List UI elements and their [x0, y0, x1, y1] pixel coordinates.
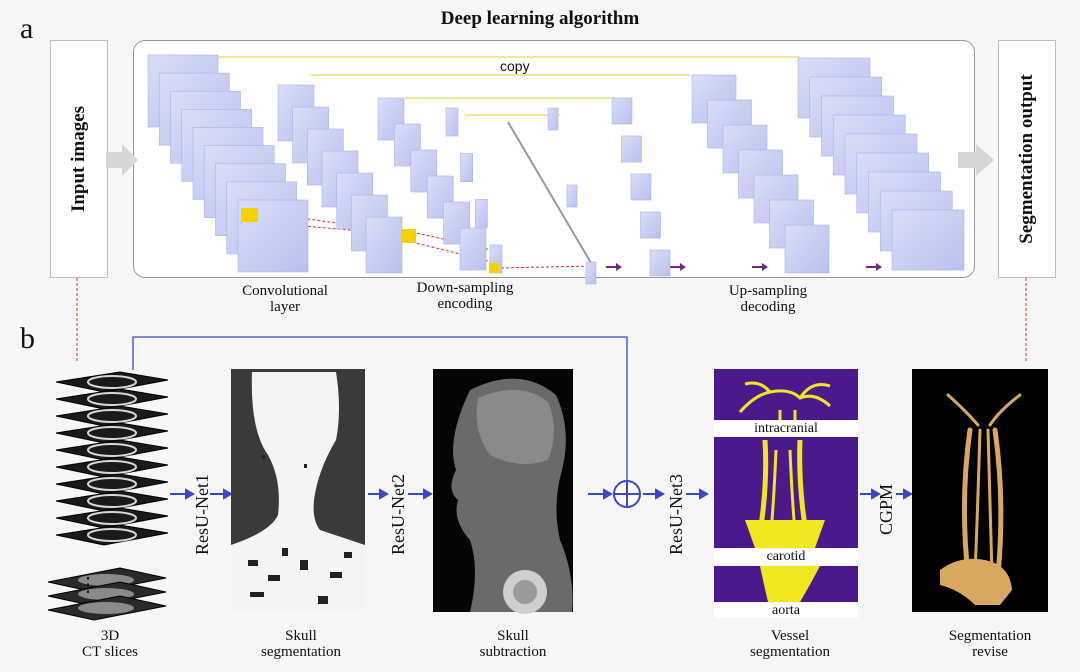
ct-slice — [55, 490, 169, 512]
ct-slice — [55, 422, 169, 444]
feature-map — [649, 249, 671, 277]
arrow-icon — [699, 488, 710, 500]
vessel-intracranial-image — [714, 369, 858, 420]
ct-slice-outline — [87, 409, 137, 423]
ct-slice-outline — [87, 511, 137, 525]
vessel-aorta-image — [714, 566, 858, 602]
ct-slice-outline — [87, 392, 137, 406]
feature-map — [445, 107, 459, 137]
input-arrow-icon — [106, 144, 138, 176]
purple-arrow-icon — [670, 263, 686, 271]
output-arrow-icon — [958, 144, 994, 176]
ct-slice — [55, 507, 169, 529]
purple-arrow-icon — [606, 263, 622, 271]
skip-connection-line — [132, 336, 628, 480]
copy-label: copy — [500, 58, 530, 74]
input-images-box: Input images — [50, 40, 108, 278]
net-label-cgpm: CGPM — [876, 483, 896, 535]
ellipsis: ⋮ — [78, 574, 98, 596]
feature-map — [630, 173, 652, 201]
panel-a-letter: a — [20, 12, 34, 45]
arrow-icon — [423, 488, 434, 500]
feature-map — [475, 199, 488, 228]
feature-map — [585, 261, 597, 285]
ct-slice — [55, 405, 169, 427]
net-label-resunet1: ResU-Net1 — [192, 474, 212, 555]
segmentation-output-box: Segmentation output — [998, 40, 1056, 278]
vessel-label-aorta: aorta — [714, 603, 858, 618]
ct-slice-outline — [87, 477, 137, 491]
purple-arrow-icon — [866, 263, 882, 271]
arrow-icon — [185, 488, 196, 500]
feature-map — [547, 107, 559, 131]
ct-slice — [55, 371, 169, 393]
arrow-icon — [603, 488, 614, 500]
feature-map — [394, 123, 421, 167]
vessel-carotid-image — [714, 437, 858, 548]
ct-slice-outline — [87, 460, 137, 474]
purple-arrow-icon — [752, 263, 768, 271]
kernel-square-3 — [489, 263, 499, 273]
arrow-icon — [903, 488, 914, 500]
ct-slice — [55, 524, 169, 546]
net-label-resunet3: ResU-Net3 — [666, 474, 686, 555]
feature-map — [566, 184, 578, 208]
ct-slice — [55, 388, 169, 410]
arrow-icon — [655, 488, 666, 500]
kernel-square-2 — [401, 229, 416, 243]
arrow-icon — [871, 488, 882, 500]
bottleneck-line — [507, 121, 595, 269]
feature-map — [621, 135, 642, 163]
ct-slice — [55, 473, 169, 495]
vessel-label-carotid: carotid — [714, 549, 858, 564]
vessel-label-intracranial: intracranial — [714, 421, 858, 436]
feature-map — [365, 216, 403, 274]
kernel-square-1 — [241, 208, 258, 222]
add-operator-icon — [613, 480, 641, 508]
skull-subtraction-image — [433, 369, 573, 614]
ct-slice-outline — [87, 443, 137, 457]
feature-map — [460, 153, 473, 182]
arrow-icon — [223, 488, 234, 500]
ct-slice-outline — [87, 375, 137, 389]
segmentation-revise-image — [912, 369, 1048, 612]
ct-slice — [55, 456, 169, 478]
net-label-resunet2: ResU-Net2 — [388, 474, 408, 555]
skull-segmentation-image — [231, 369, 365, 612]
feature-map — [891, 209, 965, 271]
arrow-icon — [379, 488, 390, 500]
ct-slice-outline — [87, 528, 137, 542]
feature-map — [640, 211, 661, 239]
ct-slice-outline — [87, 494, 137, 508]
panel-b-letter: b — [20, 322, 35, 355]
ct-slice-outline — [87, 426, 137, 440]
ct-slices-stack — [47, 371, 169, 621]
ct-slice — [55, 439, 169, 461]
panel-a-title: Deep learning algorithm — [440, 8, 640, 29]
ct-slice-body — [78, 602, 134, 614]
feature-map — [459, 227, 487, 271]
upsample-arrows — [606, 263, 882, 271]
feature-map — [611, 97, 633, 125]
feature-map — [784, 224, 830, 274]
